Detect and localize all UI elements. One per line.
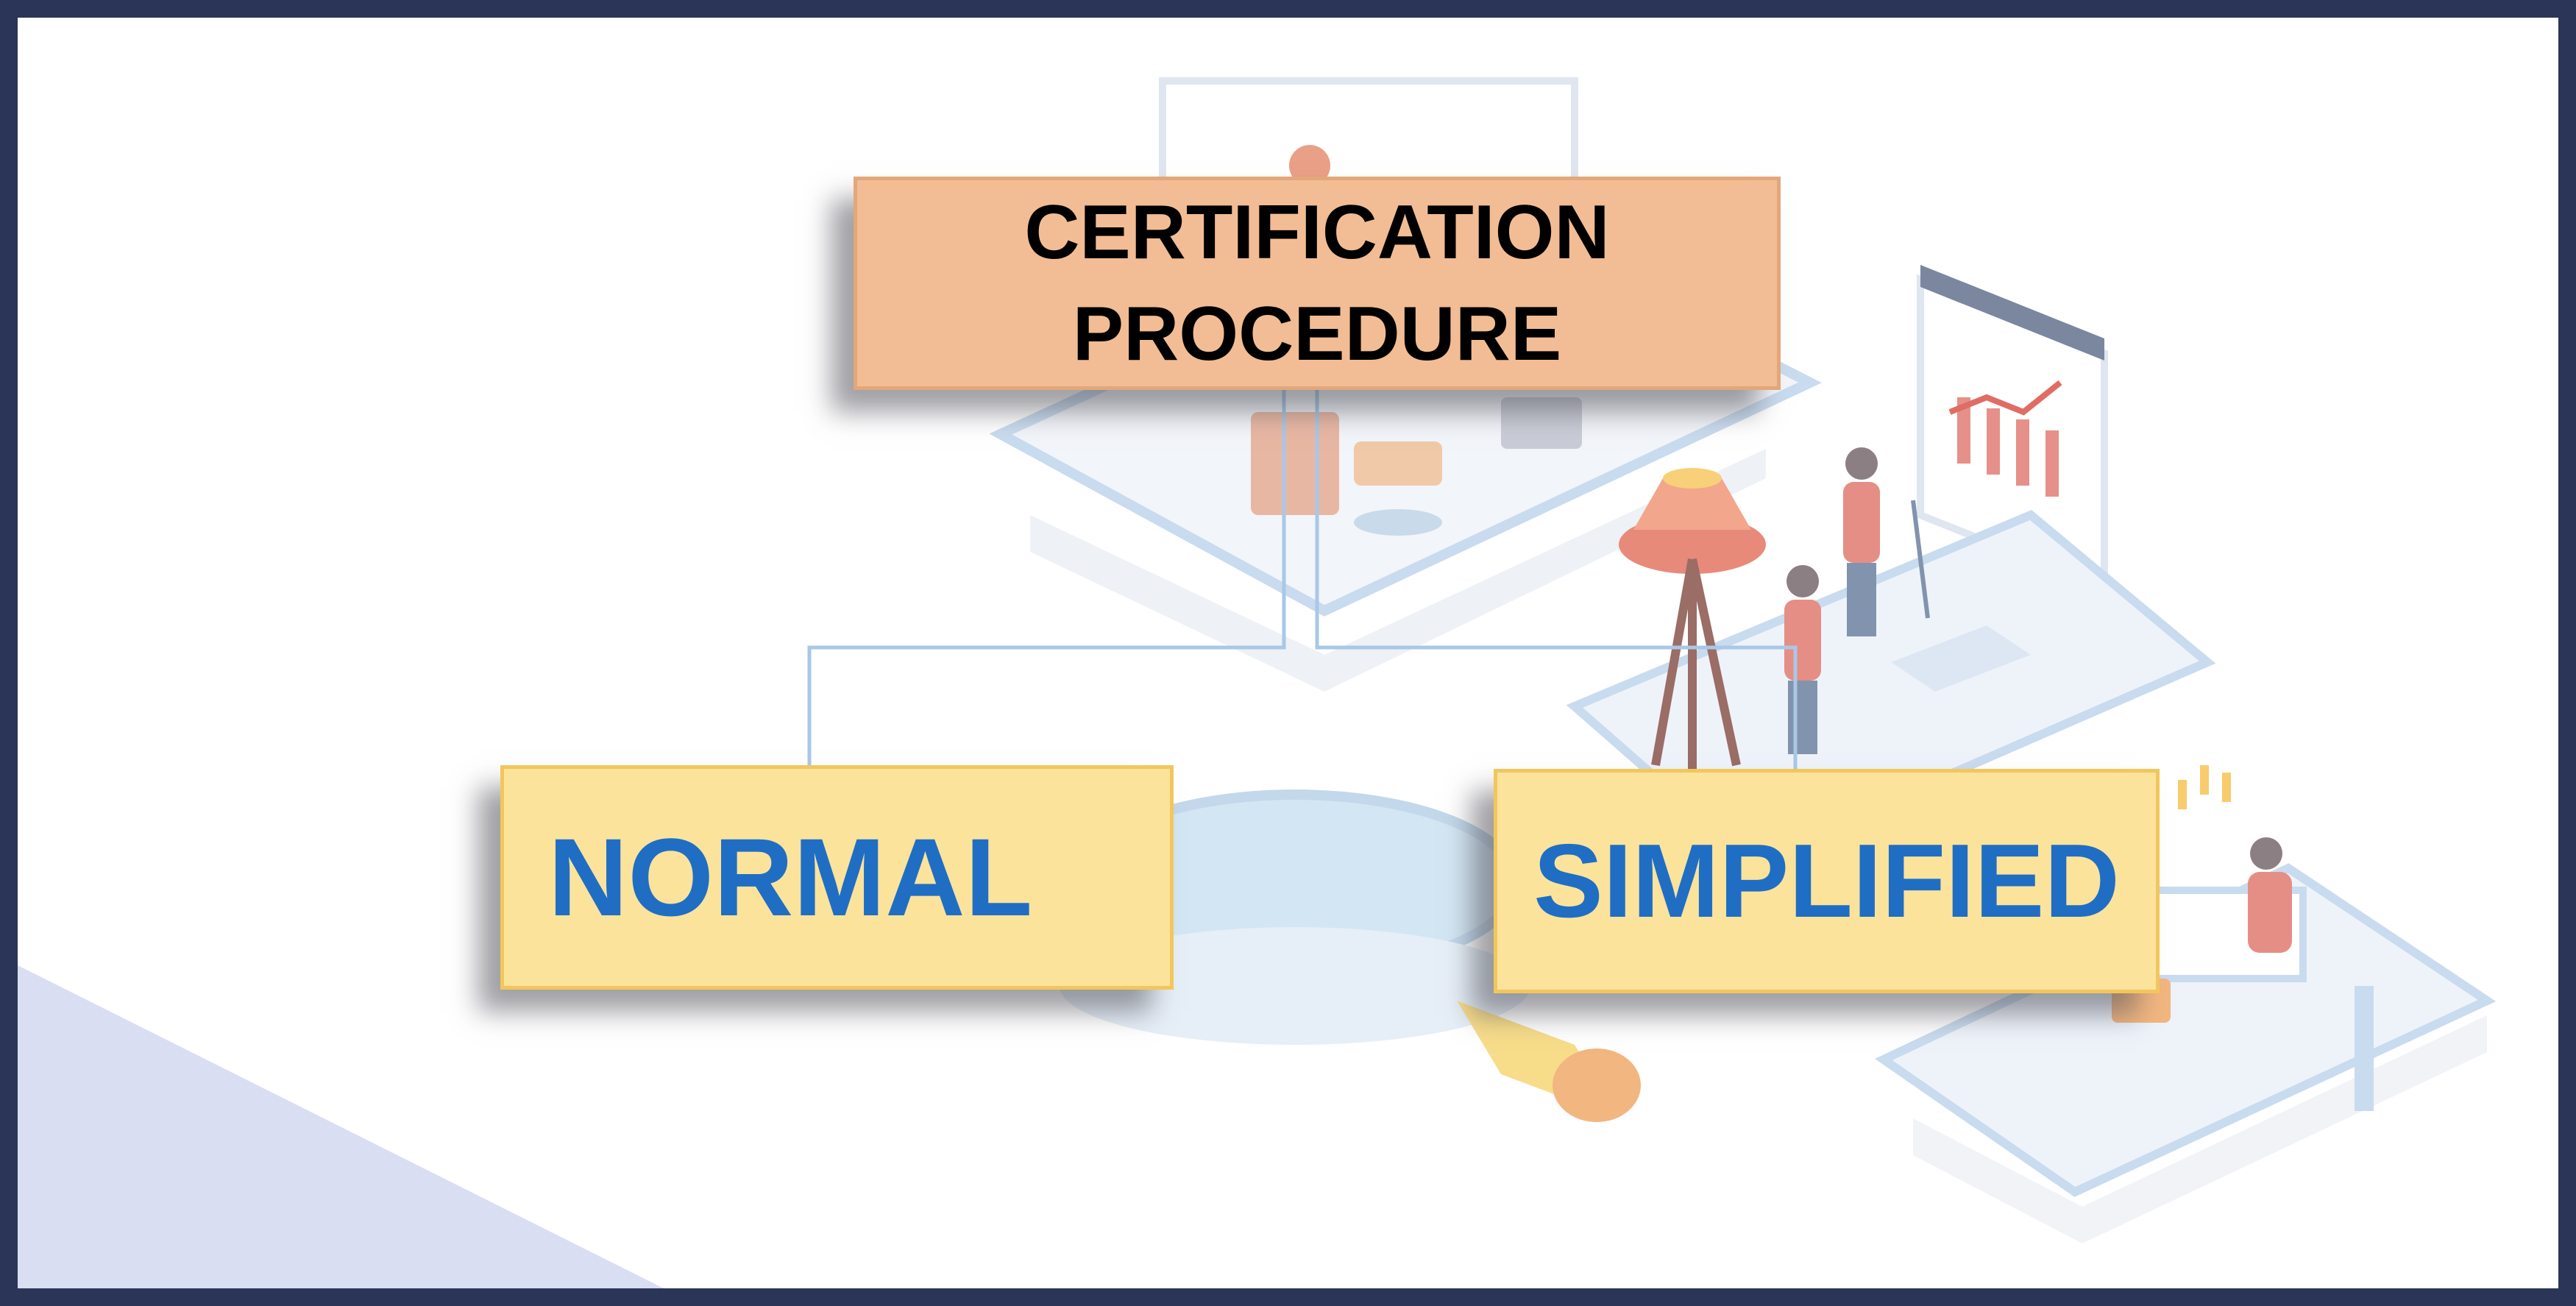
connector-simplified: [1315, 390, 1798, 769]
corner-triangle-decoration: [0, 957, 699, 1306]
root-label-line2: PROCEDURE: [1072, 291, 1562, 377]
simplified-box: SIMPLIFIED: [1494, 769, 2160, 993]
certification-procedure-box: CERTIFICATION PROCEDURE: [854, 177, 1781, 390]
connector-normal: [807, 390, 1286, 765]
normal-label: NORMAL: [548, 815, 1033, 939]
simplified-label: SIMPLIFIED: [1533, 822, 2120, 940]
normal-box: NORMAL: [500, 765, 1174, 990]
root-label-line1: CERTIFICATION: [1024, 190, 1610, 275]
